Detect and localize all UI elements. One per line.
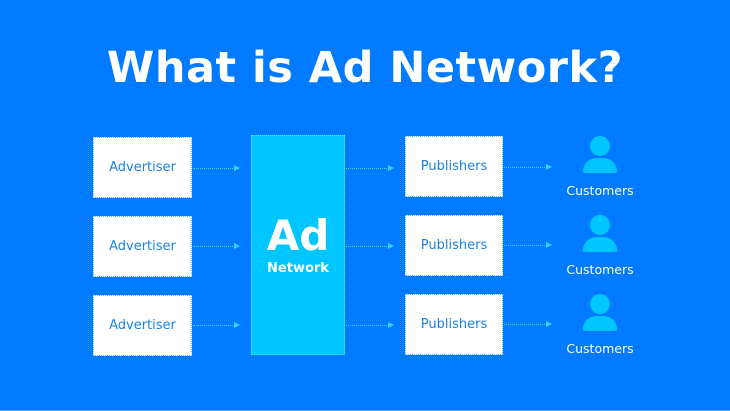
publisher-label: Publishers (420, 317, 488, 332)
person-icon (583, 215, 617, 253)
person-icon (583, 136, 617, 174)
publisher-box-2: Publishers (405, 215, 503, 276)
arrow-icon (193, 322, 240, 328)
ad-network-title: Ad (266, 211, 330, 260)
ad-network-subtitle: Network (267, 261, 329, 276)
advertiser-label: Advertiser (109, 318, 176, 333)
advertiser-label: Advertiser (109, 239, 176, 254)
diagram-title: What is Ad Network? (106, 43, 624, 93)
person-icon (583, 294, 617, 332)
customer-label: Customers (566, 183, 634, 198)
advertiser-box-1: Advertiser (93, 137, 192, 198)
ad-network-box: Ad Network (251, 135, 345, 355)
arrow-icon (504, 321, 552, 327)
advertiser-label: Advertiser (109, 160, 176, 175)
arrow-icon (346, 322, 394, 328)
advertiser-box-2: Advertiser (93, 216, 192, 277)
publisher-label: Publishers (420, 159, 488, 174)
arrow-icon (193, 165, 240, 171)
arrow-icon (504, 242, 552, 248)
publisher-box-1: Publishers (405, 136, 503, 197)
customer-label: Customers (566, 262, 634, 277)
advertiser-box-3: Advertiser (93, 295, 192, 356)
publisher-box-3: Publishers (405, 294, 503, 355)
arrow-icon (346, 165, 394, 171)
arrow-icon (346, 243, 394, 249)
arrow-icon (193, 243, 240, 249)
arrow-icon (504, 164, 552, 170)
customer-label: Customers (566, 341, 634, 356)
publisher-label: Publishers (420, 238, 488, 253)
